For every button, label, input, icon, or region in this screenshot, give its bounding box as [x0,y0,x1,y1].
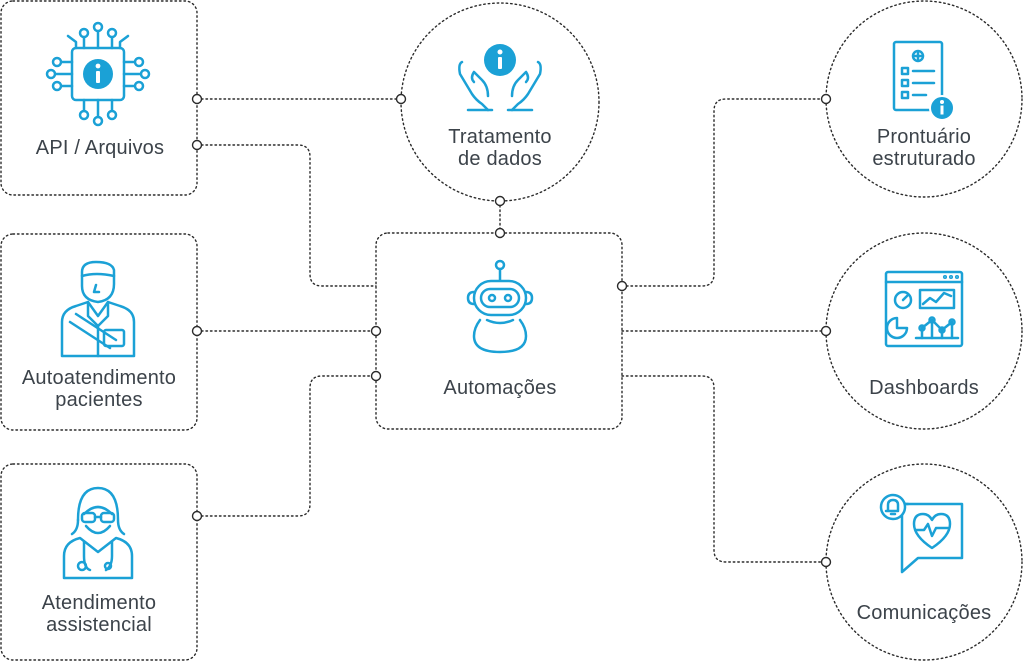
comunicacoes-label: Comunicações [856,602,992,624]
chat-heart-bell-icon [879,493,964,574]
auto-pacientes-box [0,233,198,431]
connector-api-automacoes [196,144,377,287]
atendimento-label: Atendimento assistencial [4,592,194,636]
prontuario-label: Prontuário estruturado [844,126,1004,170]
endpoint-dot [616,280,628,292]
dashboards-label: Dashboards [869,377,979,399]
connector-automacoes-comunicacoes [621,375,827,563]
endpoint-dot [370,370,382,382]
robot-icon [466,259,534,354]
endpoint-dot [370,325,382,337]
tratamento-line1: Tratamento [448,126,552,148]
endpoint-dot [395,93,407,105]
connector-atendimento-automacoes [196,375,377,517]
dashboard-icon [884,270,964,348]
endpoint-dot [191,325,203,337]
automacoes-label: Automações [443,377,557,399]
endpoint-dot [191,510,203,522]
tratamento-circle [400,2,600,202]
api-label: API / Arquivos [35,137,165,159]
endpoint-dot [820,325,832,337]
tratamento-label: Tratamento de dados [420,126,580,170]
auto-pacientes-line2: pacientes [55,389,143,411]
tratamento-line2: de dados [458,148,542,170]
endpoint-dot [494,195,506,207]
auto-pacientes-line1: Autoatendimento [21,367,177,389]
chip-info-icon [45,21,151,127]
atendimento-line1: Atendimento [41,592,157,614]
endpoint-dot [820,93,832,105]
auto-pacientes-label: Autoatendimento pacientes [4,367,194,411]
atendimento-box [0,463,198,661]
endpoint-dot [494,227,506,239]
hands-info-icon [458,44,542,112]
endpoint-dot [191,93,203,105]
connector-automacoes-prontuario [621,98,827,287]
endpoint-dot [191,139,203,151]
comunicacoes-circle [825,463,1023,661]
medical-record-icon [892,40,955,121]
patient-icon [60,260,136,358]
prontuario-line1: Prontuário [876,126,972,148]
atendimento-line2: assistencial [46,614,152,636]
nurse-icon [62,486,134,580]
prontuario-line2: estruturado [872,148,976,170]
endpoint-dot [820,556,832,568]
